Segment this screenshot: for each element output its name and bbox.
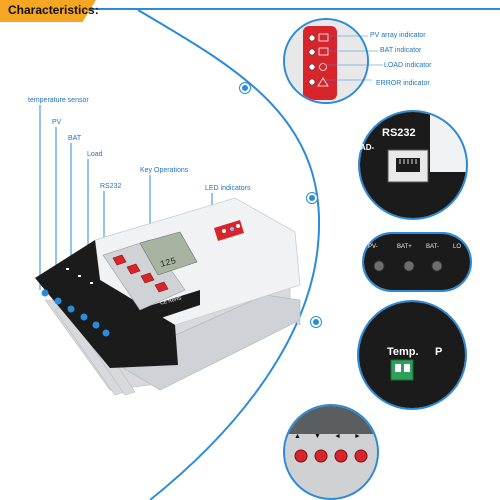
connector-dot-terminals: [311, 317, 321, 327]
callout-pv: PV: [52, 119, 62, 126]
led-label-bat: BAT indicator: [380, 47, 422, 54]
zoom-terminals: [362, 232, 472, 292]
led-zoom-art: [285, 20, 367, 102]
key-arrow-left: ◄: [334, 433, 341, 440]
temp-partial-label: P: [435, 346, 443, 358]
temp-zoom-title: Temp.: [387, 346, 419, 358]
rs232-zoom-title: RS232: [382, 127, 416, 139]
callout-led-indicators: LED indicators: [205, 185, 251, 192]
zoom-led-indicators: [283, 18, 369, 104]
callout-bat: BAT: [68, 135, 82, 142]
led-label-error: ERROR indicator: [376, 80, 430, 87]
header-line: [0, 8, 500, 10]
connector-dot-led: [240, 83, 250, 93]
callout-temperature-sensor: temperature sensor: [28, 97, 89, 104]
key-arrow-up: ▲: [294, 433, 301, 440]
terminal-label-load: LO: [453, 244, 462, 250]
zoom-temp: [357, 300, 467, 410]
terminal-label-pv: PV-: [368, 244, 378, 250]
header-bar: [0, 0, 500, 14]
led-label-pv: PV array indicator: [370, 32, 426, 39]
temp-zoom-art: [359, 302, 465, 408]
page-title: Characteristics:: [8, 3, 99, 17]
keys-zoom-art: [285, 406, 377, 498]
callout-rs232: RS232: [100, 183, 122, 190]
callout-load: Load: [87, 151, 103, 158]
terminal-label-bat-minus: BAT-: [426, 244, 439, 250]
key-arrow-down: ▼: [314, 433, 321, 440]
callout-key-operations: Key Operations: [140, 167, 189, 174]
terminal-label-bat-plus: BAT+: [397, 244, 412, 250]
header-tab: [0, 0, 96, 22]
key-arrow-right: ►: [354, 433, 361, 440]
rs232-partial-label: AD-: [360, 143, 375, 152]
zoom-rs232: [358, 110, 468, 220]
led-label-load: LOAD indicator: [384, 62, 432, 69]
terminals-zoom-art: [364, 234, 470, 290]
connector-dot-rs232: [307, 193, 317, 203]
zoom-keys: [283, 404, 379, 500]
